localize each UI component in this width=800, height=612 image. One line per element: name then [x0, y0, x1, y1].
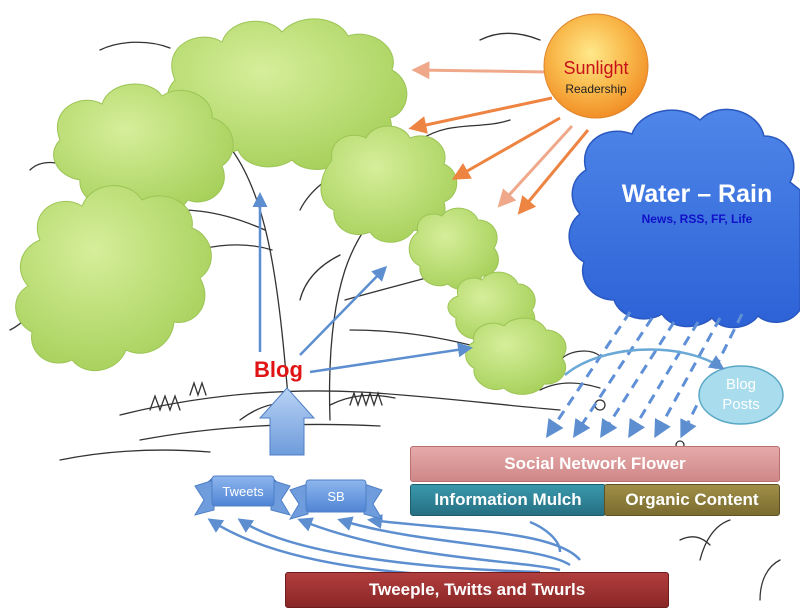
sun-icon — [543, 13, 649, 119]
blog-posts-line2: Posts — [722, 396, 760, 413]
sunlight-title: Sunlight — [563, 58, 629, 78]
information-mulch-box: Information Mulch — [410, 484, 606, 516]
social-network-flower-box: Social Network Flower — [410, 446, 780, 482]
social-network-flower-label: Social Network Flower — [504, 454, 686, 473]
cloud-title: Water – Rain — [621, 180, 773, 208]
cloud-subtitle: News, RSS, FF, Life — [641, 212, 753, 226]
blog-posts-line1: Blog — [725, 376, 757, 393]
sb-ribbon-shape — [288, 479, 384, 520]
tweeple-label: Tweeple, Twitts and Twurls — [368, 580, 586, 599]
tweets-ribbon-shape — [193, 475, 292, 516]
sunlight-rays — [408, 61, 590, 215]
tweeple-box: Tweeple, Twitts and Twurls — [285, 572, 669, 608]
blog-posts-ellipse — [698, 365, 784, 425]
rain-cloud-icon — [568, 108, 800, 329]
tweets-label: Tweets — [222, 484, 264, 499]
organic-content-box: Organic Content — [604, 484, 780, 516]
sunlight-subtitle: Readership — [565, 82, 627, 96]
blog-to-posts-arrow — [564, 348, 725, 376]
blog-arrows — [252, 192, 473, 374]
organic-content-label: Organic Content — [625, 490, 759, 509]
feed-up-arrow — [258, 387, 316, 456]
rain-streaks — [546, 311, 744, 439]
foliage-canopy — [15, 18, 567, 395]
information-mulch-label: Information Mulch — [434, 490, 582, 509]
feedback-arrows — [207, 514, 581, 578]
sb-label: SB — [327, 489, 345, 504]
blog-label: Blog — [254, 357, 303, 382]
